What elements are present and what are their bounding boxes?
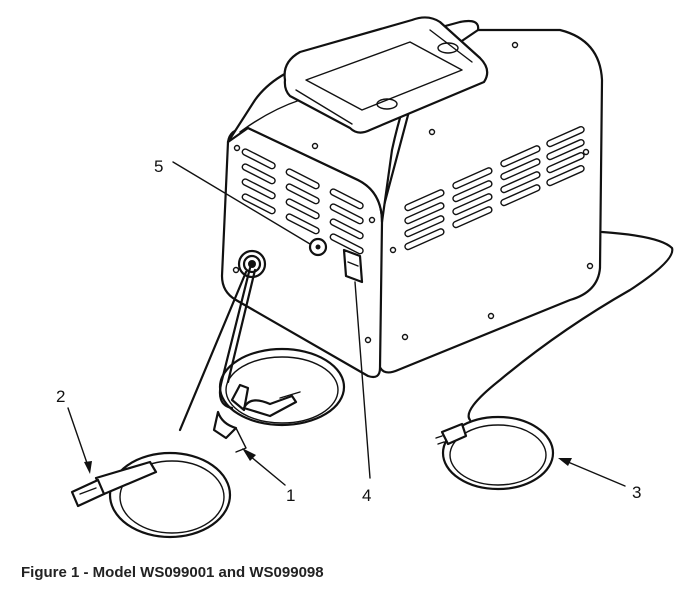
vent-slot bbox=[452, 193, 493, 216]
callout-2: 2 bbox=[56, 387, 65, 406]
amperage-knob bbox=[308, 237, 328, 257]
vent-slot bbox=[546, 138, 585, 161]
vent-slot bbox=[546, 164, 585, 187]
vent-slot bbox=[329, 203, 364, 225]
figure-caption: Figure 1 - Model WS099001 and WS099098 bbox=[21, 564, 324, 581]
callout-1: 1 bbox=[286, 486, 295, 505]
vent-slot bbox=[241, 163, 276, 185]
callout-5: 5 bbox=[154, 157, 163, 176]
vent-slot bbox=[500, 158, 541, 181]
front-vents bbox=[241, 148, 364, 255]
callout-4: 4 bbox=[362, 486, 371, 505]
vent-slot bbox=[285, 183, 320, 205]
vent-slot bbox=[546, 125, 585, 148]
power-cord bbox=[435, 230, 674, 491]
carry-handle bbox=[283, 16, 489, 134]
vent-slot bbox=[404, 215, 445, 238]
vent-slot bbox=[452, 180, 493, 203]
electrode-holder bbox=[70, 460, 158, 508]
vent-slot bbox=[500, 184, 541, 207]
vent-slot bbox=[285, 213, 320, 235]
vent-slot bbox=[329, 218, 364, 240]
vent-slot bbox=[241, 193, 276, 215]
callout-3: 3 bbox=[632, 483, 641, 502]
electrode-cable bbox=[108, 270, 248, 539]
vent-slot bbox=[500, 145, 541, 168]
cable-outlet bbox=[237, 249, 267, 279]
vent-slot bbox=[241, 178, 276, 200]
vent-slot bbox=[241, 148, 276, 170]
vent-slot bbox=[285, 198, 320, 220]
screws bbox=[232, 41, 594, 344]
vent-slot bbox=[329, 233, 364, 255]
vent-slot bbox=[329, 188, 364, 210]
leader-lines bbox=[67, 161, 626, 487]
vent-slot bbox=[500, 171, 541, 194]
vent-slot bbox=[452, 167, 493, 190]
side-vents bbox=[404, 125, 585, 251]
vent-slot bbox=[285, 168, 320, 190]
vent-slot bbox=[404, 189, 445, 212]
ground-clamp bbox=[212, 383, 301, 453]
vent-slot bbox=[404, 202, 445, 225]
vent-slot bbox=[546, 151, 585, 174]
vent-slot bbox=[404, 228, 445, 251]
ground-cable bbox=[218, 266, 346, 427]
vent-slot bbox=[452, 206, 493, 229]
power-switch bbox=[342, 248, 364, 284]
